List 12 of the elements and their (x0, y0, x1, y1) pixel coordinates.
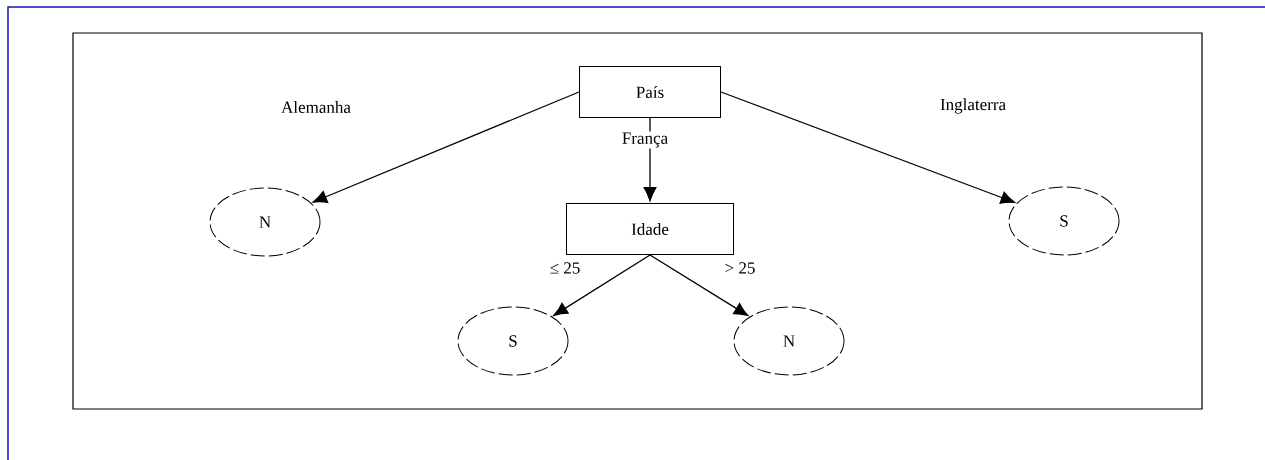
edge-label: França (622, 132, 668, 148)
arrow (649, 254, 749, 317)
edge-label: > 25 (725, 262, 755, 274)
edge-label: ≤ 25 (550, 262, 580, 274)
arrow (312, 91, 580, 203)
edge-label: Alemanha (281, 101, 351, 113)
decision-box: País (579, 66, 721, 118)
arrow (553, 254, 651, 316)
edge-label: Inglaterra (940, 98, 1006, 114)
arrow (643, 117, 657, 202)
arrow (720, 91, 1015, 204)
decision-box: Idade (566, 203, 734, 255)
